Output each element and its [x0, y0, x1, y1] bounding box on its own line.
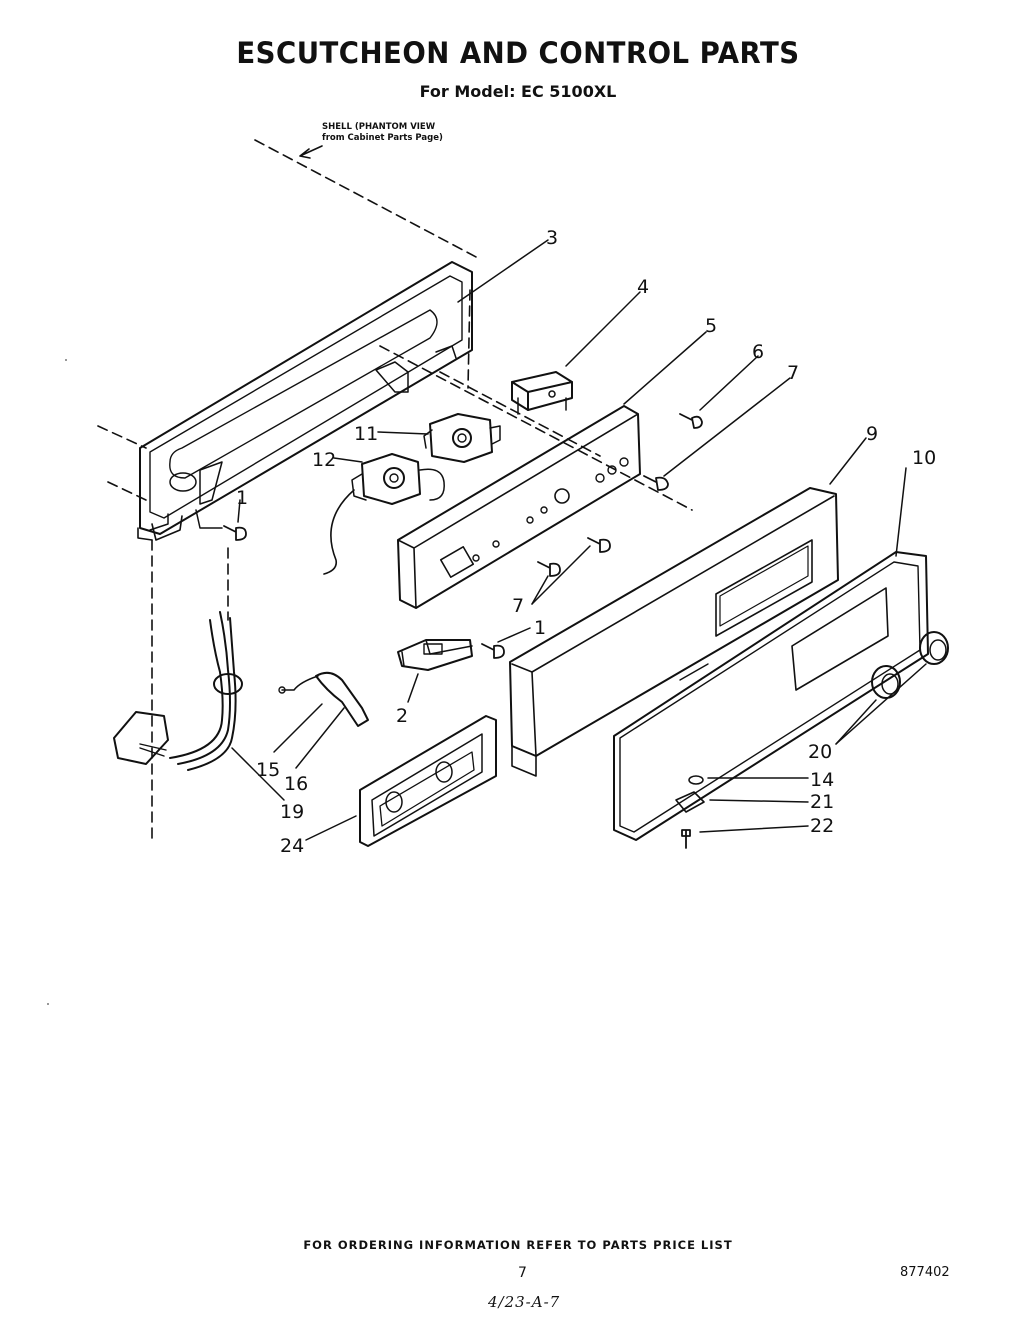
callout-1-lower: 1 — [534, 617, 546, 639]
model-subtitle: For Model: EC 5100XL — [419, 82, 617, 101]
shell-leader-arrow — [299, 145, 323, 159]
washer-part — [688, 775, 704, 785]
callout-21: 21 — [810, 791, 834, 813]
callout-20: 20 — [808, 741, 832, 763]
callout-2: 2 — [396, 705, 408, 727]
wire-harness-part — [113, 611, 243, 771]
callout-24: 24 — [280, 835, 304, 857]
control-valve-11 — [423, 413, 501, 463]
shell-note-line2: from Cabinet Parts Page) — [322, 133, 443, 143]
shell-phantom-note: SHELL (PHANTOM VIEW from Cabinet Parts P… — [322, 122, 443, 144]
callout-1-upper: 1 — [236, 487, 248, 509]
handwritten-code: 4/23-A-7 — [488, 1293, 561, 1311]
callout-7-lower: 7 — [512, 595, 524, 617]
callout-7: 7 — [787, 362, 799, 384]
escutcheon-frame-part — [137, 261, 473, 541]
document-number: 877402 — [900, 1265, 950, 1280]
shell-note-line1: SHELL (PHANTOM VIEW — [322, 122, 436, 132]
burner-trim-part — [359, 715, 497, 847]
leader-lines — [231, 239, 927, 841]
control-valve-12 — [323, 453, 445, 575]
callout-12: 12 — [312, 449, 336, 471]
knob-parts — [871, 631, 949, 699]
callout-11: 11 — [354, 423, 378, 445]
clip-part — [675, 791, 705, 813]
callout-19: 19 — [280, 801, 304, 823]
page-number: 7 — [518, 1265, 527, 1281]
callout-3: 3 — [546, 227, 558, 249]
callout-15: 15 — [256, 759, 280, 781]
ordering-note: FOR ORDERING INFORMATION REFER TO PARTS … — [303, 1238, 733, 1252]
callout-6: 6 — [752, 341, 764, 363]
shell-phantom-outline — [97, 139, 693, 839]
bracket-part — [397, 405, 641, 609]
callout-10: 10 — [912, 447, 936, 469]
callout-4: 4 — [637, 276, 649, 298]
callout-16: 16 — [284, 773, 308, 795]
callout-22: 22 — [810, 815, 834, 837]
scan-speck — [47, 1003, 49, 1005]
small-switch-part — [397, 639, 473, 671]
page-title: ESCUTCHEON AND CONTROL PARTS — [236, 36, 800, 70]
igniter-parts — [278, 671, 369, 727]
escutcheon-channel-part — [509, 487, 839, 777]
callout-9: 9 — [866, 423, 878, 445]
callout-5: 5 — [705, 315, 717, 337]
switch-part — [511, 371, 573, 415]
callout-14: 14 — [810, 769, 834, 791]
scan-speck — [65, 359, 67, 361]
screws — [223, 413, 703, 849]
